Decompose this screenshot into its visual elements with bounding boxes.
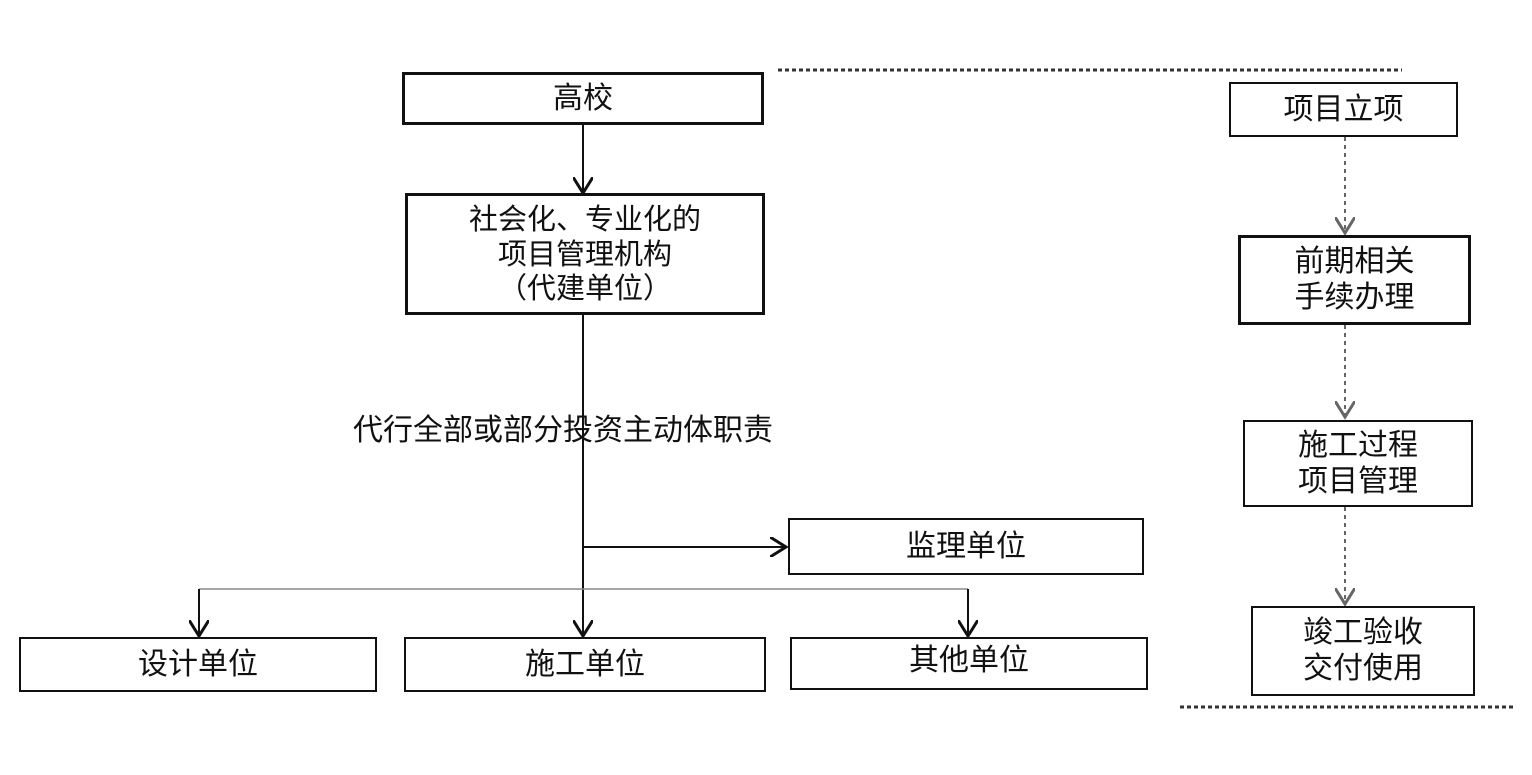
design-unit-label: 设计单位: [138, 646, 258, 682]
agency-box: 社会化、专业化的 项目管理机构 （代建单位）: [405, 193, 765, 315]
other-unit-box: 其他单位: [790, 637, 1148, 690]
duty-label: 代行全部或部分投资主动体职责: [353, 413, 773, 448]
flow-step-preliminary-procedures: 前期相关 手续办理: [1238, 235, 1471, 325]
agency-line-3: （代建单位）: [497, 271, 672, 306]
supervision-unit-box: 监理单位: [788, 518, 1144, 575]
design-unit-box: 设计单位: [19, 637, 377, 692]
flow-step-project-approval: 项目立项: [1229, 82, 1458, 137]
flow-step-4-line-2: 交付使用: [1303, 651, 1423, 686]
supervision-unit-label: 监理单位: [906, 528, 1026, 564]
flow-step-1-line-1: 项目立项: [1283, 91, 1404, 127]
flow-step-2-line-1: 前期相关: [1294, 244, 1415, 279]
construction-unit-box: 施工单位: [404, 637, 766, 692]
agency-line-2: 项目管理机构: [497, 236, 672, 271]
flow-step-3-line-2: 项目管理: [1298, 463, 1418, 499]
construction-unit-label: 施工单位: [525, 646, 645, 682]
other-unit-label: 其他单位: [909, 643, 1029, 678]
university-label: 高校: [553, 80, 613, 116]
flow-step-completion-delivery: 竣工验收 交付使用: [1251, 606, 1475, 696]
agency-line-1: 社会化、专业化的: [468, 201, 701, 236]
flow-step-3-line-1: 施工过程: [1298, 427, 1418, 463]
flow-step-construction-management: 施工过程 项目管理: [1243, 420, 1473, 507]
flow-step-2-line-2: 手续办理: [1294, 280, 1415, 315]
flow-step-4-line-1: 竣工验收: [1303, 615, 1423, 650]
university-box: 高校: [402, 72, 764, 125]
